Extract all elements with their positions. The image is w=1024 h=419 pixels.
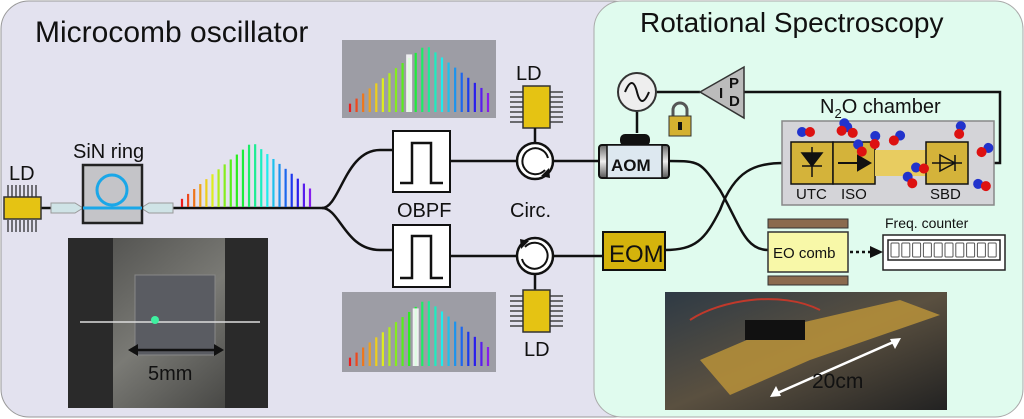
molecule-icon: [973, 178, 991, 192]
pid-i: I: [719, 85, 723, 102]
chamber-label: N2O chamber: [820, 96, 941, 121]
filter-highlight: [412, 308, 419, 366]
molecule-icon: [888, 130, 906, 146]
freq-counter-label: Freq. counter: [885, 215, 969, 231]
molecule-icon: [797, 127, 815, 137]
waveguide: [875, 150, 927, 176]
digit-segment: [901, 242, 911, 258]
scale-20cm-label: 20cm: [812, 370, 863, 393]
counter-digits: [890, 242, 997, 258]
pid-d: D: [729, 93, 740, 110]
molecule-icon: [911, 162, 929, 174]
aom-label: AOM: [611, 156, 651, 175]
spectrum-inset-bottom: [342, 292, 496, 372]
obpf-filter-bottom: [392, 224, 451, 288]
n2o-molecules: [797, 118, 994, 192]
aom-modulator: AOM: [598, 134, 670, 179]
sbd-label: SBD: [930, 186, 961, 203]
molecule-icon: [976, 142, 994, 158]
ld-top-label: LD: [516, 63, 542, 85]
diode-icon: [932, 153, 962, 173]
pid-controller: I P D: [698, 65, 745, 120]
obpf-label: OBPF: [397, 200, 451, 222]
ld-bottom-label: LD: [524, 339, 550, 361]
digit-segment: [944, 242, 954, 258]
microcomb-title: Microcomb oscillator: [35, 16, 308, 49]
setup-photo: 20cm: [665, 292, 947, 410]
digit-segment: [933, 242, 943, 258]
circulator-label: Circ.: [510, 200, 551, 222]
ring-resonator-icon: [95, 173, 129, 207]
frequency-counter: Freq. counter: [882, 215, 1006, 271]
iso-label: ISO: [841, 186, 867, 203]
microcomb-spectrum: [180, 144, 312, 207]
digit-segment: [966, 242, 976, 258]
laser-diode-top: LD: [510, 63, 563, 143]
spectrum-inset-top: [342, 40, 496, 118]
molecule-icon: [869, 131, 881, 149]
eo-comb: EO comb: [767, 218, 849, 286]
eom-modulator: EOM: [602, 231, 666, 271]
digit-segment: [922, 242, 932, 258]
laser-diode-left: LD: [3, 163, 42, 232]
microcomb-chip-photo: 5mm: [68, 238, 268, 408]
scale-5mm-label: 5mm: [148, 363, 192, 385]
obpf-filter-top: [392, 130, 451, 193]
utc-label: UTC: [796, 186, 827, 203]
photodiode-icon: [800, 147, 824, 177]
digit-segment: [955, 242, 965, 258]
molecule-icon: [836, 118, 850, 136]
molecule-icon: [902, 171, 918, 189]
digit-segment: [890, 242, 900, 258]
spectroscopy-title: Rotational Spectroscopy: [640, 7, 944, 38]
filtered-spectrum-top: [348, 47, 490, 112]
digit-segment: [976, 242, 986, 258]
filter-highlight: [406, 54, 413, 112]
arrow-right-icon: [838, 154, 872, 172]
molecule-icon: [853, 139, 867, 157]
sin-ring-chip: SiN ring: [50, 141, 174, 225]
digit-segment: [912, 242, 922, 258]
circulator-bottom: [515, 236, 555, 276]
laser-diode-bottom: LD: [510, 274, 563, 361]
lock-icon: [668, 101, 692, 137]
arrow-head-icon: [870, 246, 883, 258]
filtered-spectrum-bottom: [348, 301, 490, 366]
molecule-icon: [954, 121, 966, 139]
digit-segment: [987, 242, 997, 258]
eo-comb-label: EO comb: [773, 245, 836, 262]
ld-left-label: LD: [9, 163, 35, 185]
sin-ring-label: SiN ring: [73, 141, 144, 163]
n2o-chamber: UTC ISO SBD: [781, 118, 995, 206]
eom-label: EOM: [609, 241, 664, 268]
sine-wave-icon: [624, 82, 650, 102]
rf-oscillator: [617, 72, 657, 112]
pid-p: P: [729, 75, 739, 92]
circulator-top: [515, 141, 555, 181]
